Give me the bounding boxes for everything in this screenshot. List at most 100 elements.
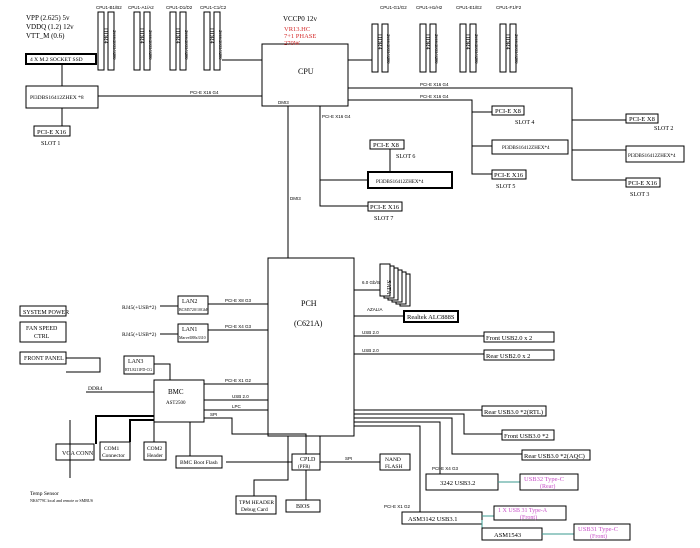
asm3142-box (401, 511, 483, 525)
usb31-typec-box (573, 523, 631, 541)
slot-box-label: PCI-E X16 (370, 204, 400, 211)
audio-box (403, 310, 459, 323)
usb32-typec: USB32 Type-C (524, 476, 564, 483)
rear-usb30: Rear USB3.0 *2(RTL) (484, 409, 543, 416)
com2-l2: Header (147, 453, 163, 459)
slot-box-label: PCI-E X8 (629, 116, 655, 123)
cpld: CPLD (300, 457, 316, 463)
tpm-l1: TPM HEADER (239, 500, 274, 506)
bus-label: SPI (210, 412, 217, 417)
usb31-typea-box (493, 505, 567, 521)
slot-name: SLOT 1 (41, 141, 60, 147)
vr-label: VR13.HC (284, 26, 310, 33)
lan2: LAN2 (182, 299, 197, 305)
lan2-box (177, 295, 209, 315)
dimm-type: DDR4 (174, 28, 180, 44)
mux-label: PI3DBS16412ZHEX*4 (628, 154, 676, 159)
com2-l1: COM2 (147, 446, 163, 452)
azalia-label: AZALIA (367, 307, 383, 312)
com1-l1: COM1 (104, 446, 120, 452)
dimm-slot-label: CPU1-D1/D2 (166, 5, 193, 10)
dimm-slot-label: CPU1-F1/F2 (496, 5, 522, 10)
temp-sensor: Temp Sensor (30, 491, 59, 497)
vddq-label: VDDQ (1.2) 12v (26, 23, 74, 31)
mux-slot23 (625, 145, 685, 163)
sata-speed: 6.0 Gb/S (362, 280, 380, 285)
temp-sensor-sub: NK6779C local and remote or SMBUS (30, 498, 93, 503)
bus-label: PCI-E X4 G3 (225, 324, 252, 329)
slot3-box (625, 177, 661, 188)
rear-usb30-box (481, 405, 547, 417)
tpm-box (235, 495, 277, 515)
chip-3242: 3242 USB3.2 (440, 480, 475, 487)
rj45-2: RJ45(+USB*2) (122, 304, 156, 311)
slot-name: SLOT 5 (496, 184, 515, 190)
fan-line1: FAN SPEED (26, 326, 58, 332)
dimm-type: DDR4 (138, 28, 144, 44)
dimm-h: CPU1-H1/H2 DDR4 2666/2933/3200 (416, 5, 443, 73)
phase-label: 7+1 PHASE (284, 33, 316, 40)
bmc-ddr4: DDR4 (88, 386, 103, 392)
dimm-slot-label: CPU1-C1/C2 (200, 5, 227, 10)
fan-box (19, 321, 67, 343)
fan-line2: CTRL (34, 334, 50, 340)
dimm-c: CPU1-C1/C2 DDR4 2666/2933/3200 (200, 5, 227, 71)
sata-label: SATA (385, 280, 391, 295)
com1-box (99, 441, 131, 461)
rear-usb30-aqc: Rear USB3.0 *2(AQC) (524, 453, 585, 460)
lan1: LAN1 (182, 327, 197, 333)
slot-box-label: PCI-E X16 (494, 172, 524, 179)
dimm-slot-label: CPU1-B1/B2 (96, 5, 122, 10)
rear-usb20: Rear USB2.0 x 2 (486, 353, 530, 360)
dimm-speed: 2666/2933/3200 (218, 30, 223, 60)
lan3-chip: RTL8211FD-CG (125, 367, 152, 372)
dimm-slot-label: CPU1-G1/G2 (380, 5, 407, 10)
rj45-1: RJ45(+USB*2) (122, 331, 156, 338)
cpu-block: CPU VCCP0 12v VR13.HC 7+1 PHASE 270W DMI… (261, 15, 349, 107)
lan2-chip: BCM5720/10GbE (179, 307, 209, 312)
vga: VGA CONN (62, 451, 94, 457)
vccp-label: VCCP0 12v (283, 15, 318, 23)
bus-label: USB 2.0 (362, 330, 379, 335)
dimm-f: CPU1-F1/F2 DDR4 2666/2933/3200 (496, 5, 522, 73)
bus-label: LPC (232, 404, 242, 409)
dimm-speed: 2666/2933/3200 (148, 30, 153, 60)
dimm-type: DDR4 (102, 28, 108, 44)
slot6-box (369, 139, 405, 150)
slot-name: SLOT 4 (515, 120, 534, 126)
lan3-box (123, 355, 155, 375)
front-usb30-box (501, 429, 555, 441)
front-panel: FRONT PANEL (24, 356, 64, 362)
bus-label: PCI-E X1 G2 (384, 504, 411, 509)
asm1543: ASM1543 (494, 532, 521, 539)
dimm-slot-label: CPU1-A1/A2 (128, 5, 154, 10)
nand-box (379, 453, 411, 471)
m2-mux-label: PI3DBS16412ZHEX *8 (30, 95, 84, 101)
system-power-box (19, 305, 67, 317)
front-usb20: Front USB2.0 x 2 (486, 335, 532, 342)
front-usb20-box (483, 331, 555, 343)
mux-slot67 (367, 171, 453, 189)
bus-label: PCI-E X1 G2 (225, 378, 252, 383)
dimm-group-right: CPU1-G1/G2 DDR4 2666/2933/3200 CPU1-H1/H… (371, 5, 522, 73)
system-power: SYSTEM POWER (23, 310, 69, 316)
slot-name: SLOT 3 (630, 192, 649, 198)
usb31-a-front: (Front) (520, 514, 537, 521)
usb31-a: 1 X USB 31 Type-A (498, 508, 548, 514)
mux-slot45 (491, 139, 569, 155)
front-usb30: Front USB3.0 *2 (504, 433, 549, 440)
mux-label: PI3DBS16412ZHEX*4 (376, 180, 424, 185)
nand-l1: NAND (385, 457, 401, 463)
bus-label: PCI-E X16 G4 (322, 114, 351, 119)
slot-name: SLOT 7 (374, 216, 393, 222)
dimm-g: CPU1-G1/G2 DDR4 2666/2933/3200 (371, 5, 407, 73)
bus-label: PCI-E X16 G4 (420, 94, 449, 99)
bmc-box (153, 379, 205, 423)
bmc-chip: AST2500 (166, 401, 186, 406)
dimm-speed: 2666/2933/3200 (112, 30, 117, 60)
dimm-slot-label: CPU1-E1/E2 (456, 5, 482, 10)
bus-label: USB 2.0 (232, 394, 249, 399)
bus-label: USB 2.0 (362, 348, 379, 353)
boot-flash: BMC Boot Flash (180, 460, 218, 466)
